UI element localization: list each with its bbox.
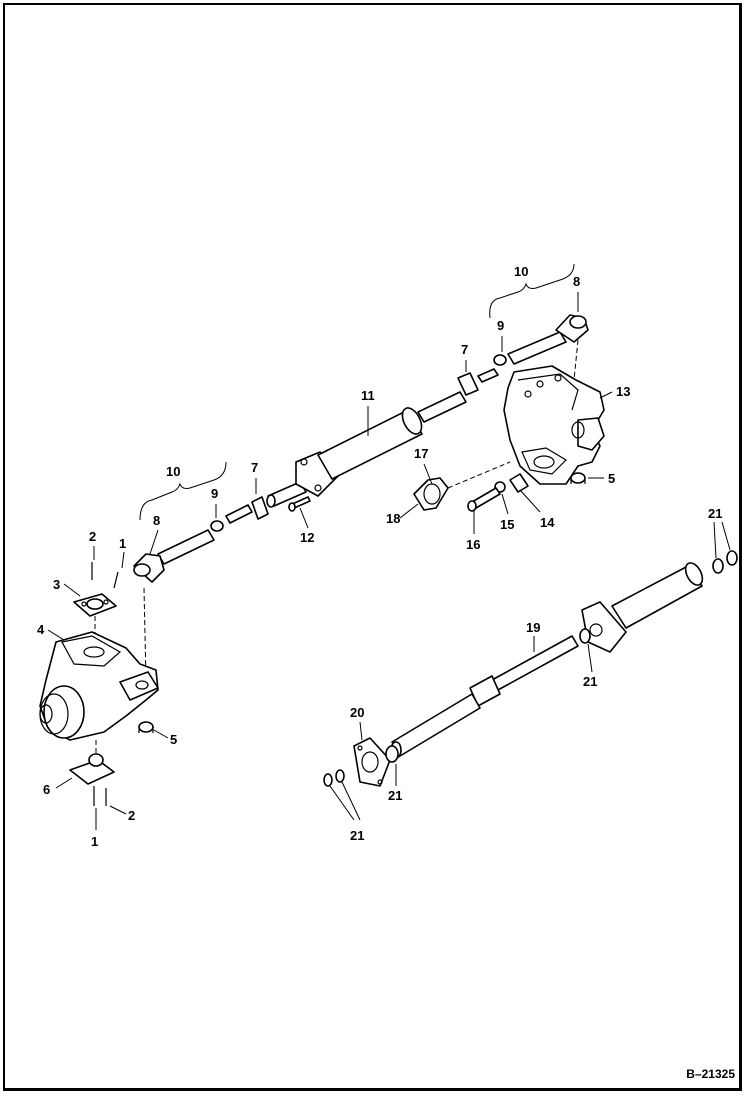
callout-2-top: 2 — [89, 529, 96, 544]
callout-21-mid: 21 — [583, 674, 597, 689]
screws-1-2 — [91, 562, 119, 806]
callout-10-right: 10 — [514, 264, 528, 279]
callout-18: 18 — [386, 511, 400, 526]
tie-rod-upper-right — [457, 331, 567, 396]
bracket-10-right — [489, 263, 575, 319]
callout-19: 19 — [526, 620, 540, 635]
o-ring-21 — [323, 550, 738, 787]
callout-3: 3 — [53, 577, 60, 592]
nut-5-right — [570, 472, 586, 484]
callout-5-left: 5 — [170, 732, 177, 747]
callout-16: 16 — [466, 537, 480, 552]
callout-20: 20 — [350, 705, 364, 720]
steering-cylinder-icon — [266, 391, 467, 508]
callout-8-right: 8 — [573, 274, 580, 289]
callout-12: 12 — [300, 530, 314, 545]
leader-lines — [47, 292, 731, 830]
callout-8-left: 8 — [153, 513, 160, 528]
callout-21-bottom: 21 — [350, 828, 364, 843]
steering-knuckle-icon — [503, 365, 605, 485]
callout-2-bottom: 2 — [128, 808, 135, 823]
callout-7-right: 7 — [461, 342, 468, 357]
callout-6: 6 — [43, 782, 50, 797]
callout-1-top: 1 — [119, 536, 126, 551]
callout-11: 11 — [361, 388, 375, 403]
callout-1-bottom: 1 — [91, 834, 98, 849]
end-cap-20 — [353, 737, 391, 787]
left-knuckle-cap-3 — [73, 593, 117, 650]
bracket-10-left — [139, 461, 227, 521]
callout-10-left: 10 — [166, 464, 180, 479]
bushing-14 — [509, 473, 529, 493]
steering-knuckle-left-icon — [39, 631, 159, 741]
callout-5-right: 5 — [608, 471, 615, 486]
callout-4: 4 — [37, 622, 45, 637]
figure-border — [3, 3, 742, 1091]
callout-9-left: 9 — [211, 486, 218, 501]
tie-rod-end-icon — [555, 314, 589, 381]
tie-rod-end-left-icon — [133, 553, 165, 681]
callout-13: 13 — [616, 384, 630, 399]
nut-5-left — [138, 721, 154, 733]
tie-rod-upper-left — [157, 496, 269, 565]
callout-17: 17 — [414, 446, 428, 461]
bolt-16 — [467, 487, 501, 512]
callout-14: 14 — [540, 515, 555, 530]
lower-cylinder — [390, 562, 704, 759]
callout-labels: 11 7 9 10 8 13 5 17 18 14 15 16 12 7 9 1… — [37, 264, 722, 849]
callout-15: 15 — [500, 517, 514, 532]
callout-9-right: 9 — [497, 318, 504, 333]
callout-21-top-right: 21 — [708, 506, 722, 521]
left-knuckle-cap-6 — [69, 740, 115, 785]
bolt-12 — [288, 496, 311, 512]
figure-reference-number: B–21325 — [686, 1067, 735, 1081]
callout-7-left: 7 — [251, 460, 258, 475]
callout-21-cap: 21 — [388, 788, 402, 803]
